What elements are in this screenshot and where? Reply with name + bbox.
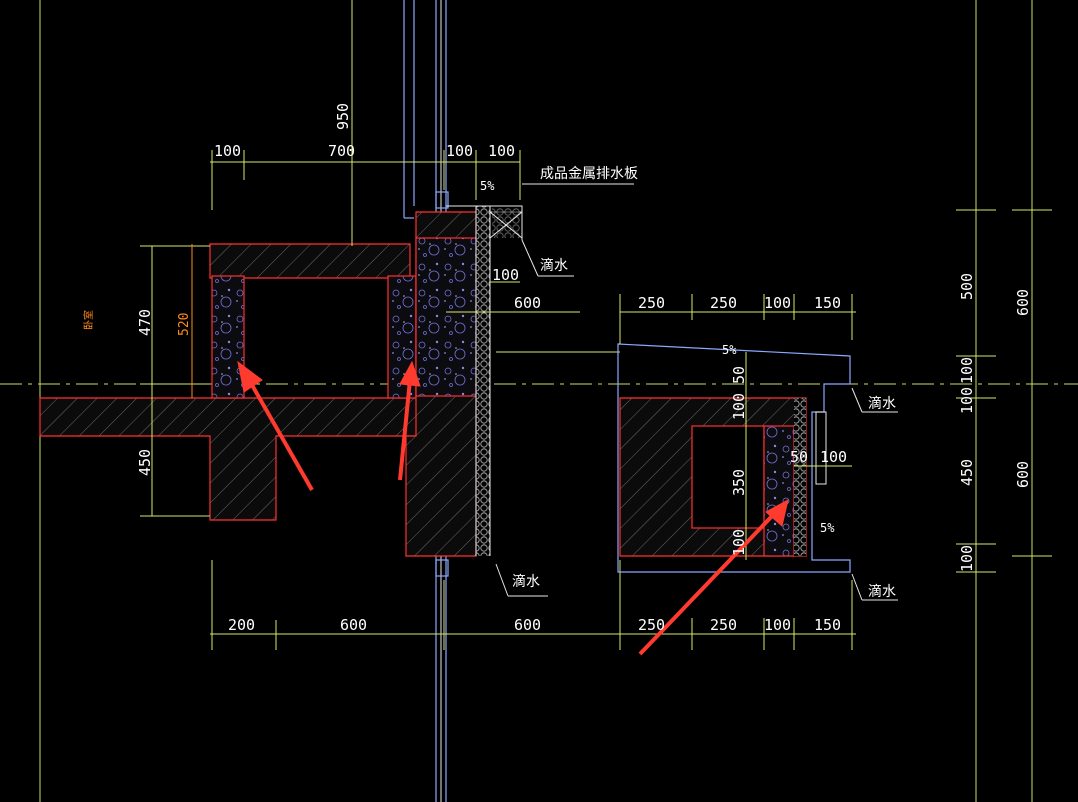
dim-far-600b: 600: [1014, 461, 1032, 488]
label-drip-4: 滴水: [868, 583, 896, 600]
right-section: [617, 209, 1052, 650]
right-opening: [691, 425, 765, 529]
dim-470: 470: [136, 309, 154, 336]
dim-450-left: 450: [136, 449, 154, 476]
dim-r-top-250b: 250: [710, 294, 737, 312]
dim-r-top-150: 150: [814, 294, 841, 312]
dim-far-100c: 100: [958, 545, 976, 572]
dim-r-bot-250b: 250: [710, 616, 737, 634]
slope-r-top: 5%: [722, 343, 737, 357]
label-drain-board: 成品金属排水板: [540, 166, 638, 182]
slope-top: 5%: [480, 179, 495, 193]
label-drip-1: 滴水: [540, 257, 568, 274]
dim-r-h100: 100: [820, 448, 847, 466]
dim-mid-100: 100: [492, 266, 519, 284]
insulation-layer: [476, 206, 490, 556]
dim-bot-600b: 600: [514, 616, 541, 634]
left-concrete-block: [211, 275, 245, 399]
dim-r-top-250a: 250: [638, 294, 665, 312]
dim-far-100b: 100: [958, 387, 976, 414]
dim-mid-600: 600: [514, 294, 541, 312]
dim-top-100c: 100: [488, 142, 515, 160]
label-drip-2: 滴水: [512, 573, 540, 590]
upper-beam: [209, 243, 411, 279]
right-sill-outline: [617, 343, 851, 573]
dim-r-top-100: 100: [764, 294, 791, 312]
dim-top-100b: 100: [446, 142, 473, 160]
dim-bot-600a: 600: [340, 616, 367, 634]
dim-r-v50: 50: [730, 366, 748, 384]
dim-r-v100: 100: [730, 393, 748, 420]
dim-r-bot-250a: 250: [638, 616, 665, 634]
dim-r-v100b: 100: [730, 529, 748, 556]
right-concrete-block: [763, 425, 795, 557]
dim-top-700: 700: [328, 142, 355, 160]
floor-slab: [39, 397, 419, 521]
dim-950: 950: [334, 103, 352, 130]
dim-top-100a: 100: [214, 142, 241, 160]
dim-r-bot-100: 100: [764, 616, 791, 634]
dim-far-100a: 100: [958, 357, 976, 384]
right-insulation: [794, 398, 806, 556]
dim-r-bot-150: 150: [814, 616, 841, 634]
dim-bot-200: 200: [228, 616, 255, 634]
dim-far-500: 500: [958, 273, 976, 300]
dimension-labels: 950 100 700 100 100 5% 成品金属排水板 滴水 100 60…: [82, 103, 1032, 634]
dim-r-h50: 50: [790, 448, 808, 466]
left-section: [39, 0, 621, 650]
slope-r-bot: 5%: [820, 521, 835, 535]
dim-far-600a: 600: [1014, 289, 1032, 316]
dim-r-v350: 350: [730, 469, 748, 496]
dim-far-450: 450: [958, 459, 976, 486]
label-drip-3: 滴水: [868, 395, 896, 412]
dim-520: 520: [177, 313, 192, 336]
left-note: 卧室: [82, 310, 95, 330]
leader-lines: [495, 183, 898, 601]
wall-concrete-core: [415, 237, 477, 397]
annotation-arrows: [237, 360, 789, 656]
